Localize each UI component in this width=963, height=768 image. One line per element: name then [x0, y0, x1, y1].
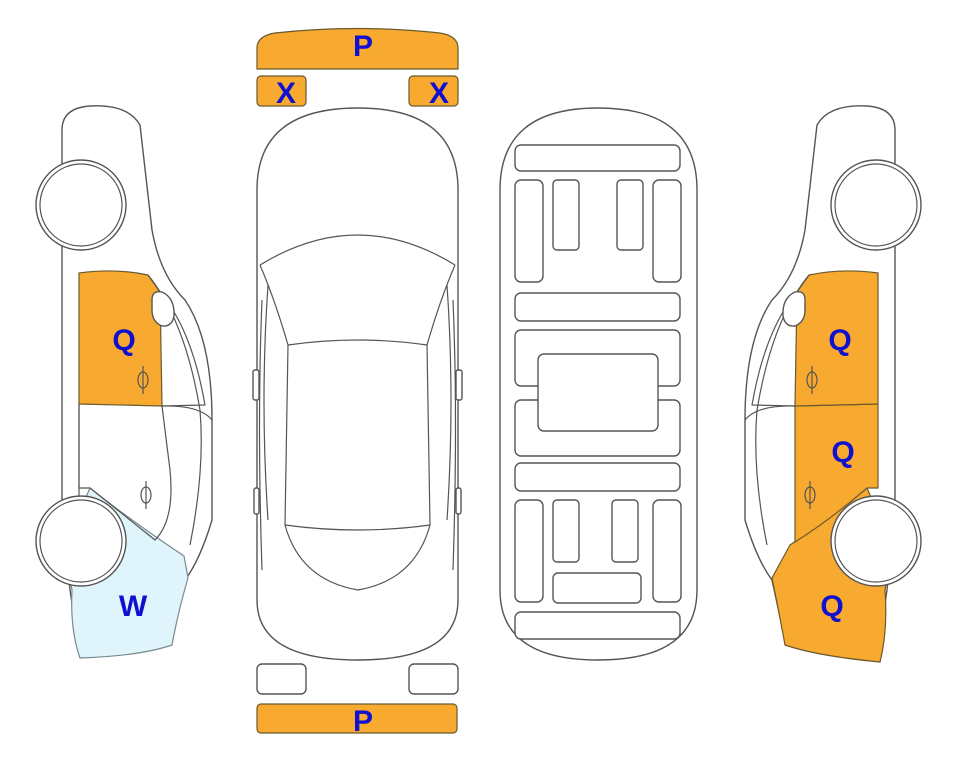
underside-part [514, 611, 681, 640]
top-view-windshield [259, 234, 456, 266]
left-rear-quarter-code: W [119, 590, 148, 623]
right-side-rear-wheel-rim [834, 499, 918, 583]
top-view-left-door-line [258, 299, 263, 571]
underside-part [552, 499, 580, 563]
left-side-front-wheel-rim [39, 163, 123, 247]
underside-part [514, 292, 681, 322]
left-side-pillar [161, 405, 213, 421]
left-side-rear-door [78, 404, 172, 541]
right-side-front-wheel-rim [834, 163, 918, 247]
front-left-light-panel[interactable] [256, 75, 307, 107]
top-view-left-mirror [252, 369, 260, 401]
underside-part [552, 572, 642, 604]
right-side-pillar [744, 405, 796, 421]
left-side-front-handle [137, 366, 149, 394]
right-front-door-code: Q [828, 324, 851, 357]
front-right-light-code: X [429, 77, 449, 110]
underside-part [652, 499, 682, 603]
top-view-right-handle [455, 487, 462, 515]
underside-part [552, 179, 580, 251]
underside-part [652, 179, 682, 283]
front-bumper-code: P [353, 30, 373, 63]
underside-part [616, 179, 644, 251]
top-view-body [256, 107, 459, 661]
right-side-mirror [782, 290, 806, 327]
underside-part [514, 499, 544, 603]
car-right-side-view: Q Q Q [744, 105, 922, 663]
underside-part [514, 179, 544, 283]
top-view-right-mirror [455, 369, 463, 401]
rear-right-light-panel [408, 663, 459, 695]
right-side-rear-handle [804, 481, 816, 509]
top-view-left-handle [253, 487, 260, 515]
right-rear-door-code: Q [831, 436, 854, 469]
left-side-rear-wheel [35, 495, 127, 587]
right-side-front-handle [806, 366, 818, 394]
underside-part [611, 499, 639, 563]
underside-part [514, 144, 681, 172]
underside-center-panel [537, 353, 659, 432]
rear-left-light-panel [256, 663, 307, 695]
left-side-mirror [151, 290, 175, 327]
right-side-front-wheel [830, 159, 922, 251]
right-rear-quarter-code: Q [820, 590, 843, 623]
right-rear-door-panel[interactable] [794, 403, 879, 544]
top-view-right-door-line [452, 299, 457, 571]
right-front-door-panel[interactable] [794, 270, 879, 407]
left-front-door-code: Q [112, 324, 135, 357]
left-side-rear-handle [140, 481, 152, 509]
rear-bumper-panel[interactable] [256, 703, 458, 734]
left-side-rear-wheel-rim [39, 499, 123, 583]
car-top-view: P X X P [252, 27, 463, 738]
car-underside-view [499, 107, 698, 661]
top-view-right-a-pillar [426, 264, 456, 346]
rear-bumper-code: P [353, 705, 373, 738]
car-left-side-view: W Q [35, 105, 213, 659]
top-view-rear-window [284, 524, 431, 591]
top-view-left-a-pillar [259, 264, 289, 346]
front-right-light-panel[interactable] [408, 75, 459, 107]
left-side-front-wheel [35, 159, 127, 251]
underside-part [514, 462, 681, 492]
front-left-light-code: X [276, 77, 296, 110]
right-side-rear-wheel [830, 495, 922, 587]
front-bumper-panel[interactable] [256, 27, 459, 70]
top-view-right-windows [446, 284, 452, 521]
top-view-left-windows [263, 284, 269, 521]
